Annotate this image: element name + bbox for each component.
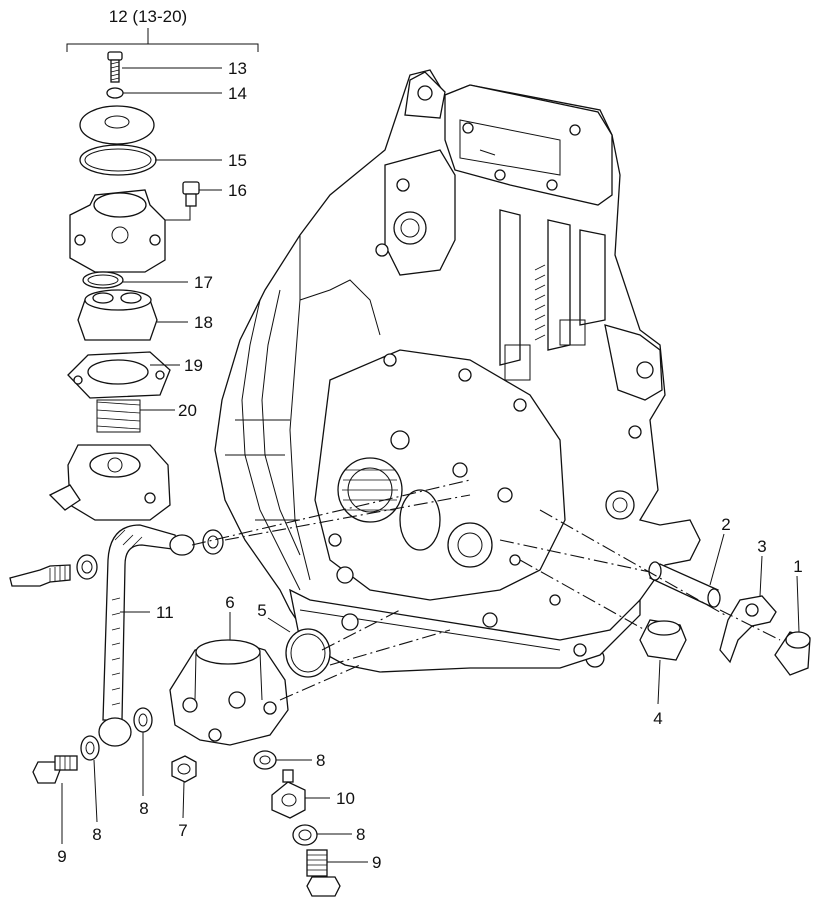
- label-6: 6: [225, 593, 234, 612]
- label-15: 15: [228, 151, 247, 170]
- label-10: 10: [336, 789, 355, 808]
- part-6-pump-body: [169, 639, 289, 746]
- part-15-o-ring: [79, 144, 157, 176]
- part-17-o-ring: [82, 271, 124, 289]
- label-14: 14: [228, 84, 247, 103]
- part-19-pump-plate: [67, 351, 171, 399]
- part-7-nut: [171, 755, 197, 783]
- pump-lower-housing: [48, 444, 171, 521]
- label-2: 2: [721, 515, 730, 534]
- part-1-cap: [774, 631, 811, 676]
- label-3: 3: [757, 537, 766, 556]
- label-19: 19: [184, 356, 203, 375]
- part-13-screw: [107, 51, 123, 83]
- part-18-diaphragm: [77, 289, 158, 341]
- part-washer-upper-right: [202, 529, 224, 555]
- part-8-washer-b: [80, 735, 100, 761]
- assembly-lines: [191, 479, 781, 701]
- label-8-right-upper: 8: [316, 751, 325, 770]
- engine-block: [214, 69, 701, 673]
- label-9-left: 9: [57, 847, 66, 866]
- part-16-plug: [182, 181, 200, 207]
- part-2-tappet: [648, 561, 721, 608]
- label-8-right-lower: 8: [356, 825, 365, 844]
- label-1: 1: [793, 557, 802, 576]
- part-20-spring: [96, 399, 141, 433]
- label-20: 20: [178, 401, 197, 420]
- left-connector: [9, 554, 98, 587]
- label-5: 5: [257, 601, 266, 620]
- label-11: 11: [156, 603, 174, 622]
- leader-lines: [61, 28, 800, 863]
- label-9-lower: 9: [372, 853, 381, 872]
- part-9-bolt-lower: [306, 849, 341, 897]
- part-14-washer: [106, 87, 124, 99]
- part-8-washer-c: [253, 750, 277, 770]
- label-8-left: 8: [92, 825, 101, 844]
- part-5-gasket: [285, 628, 331, 678]
- part-9-bolt-left: [32, 755, 78, 784]
- part-8-washer-a: [133, 707, 153, 733]
- part-4-bush: [639, 619, 687, 661]
- part-3-rocker-arm: [719, 595, 777, 664]
- part-labels: 12 (13-20) 13 14 15 16 17 18 19 20 11 6 …: [57, 7, 802, 872]
- part-11-fuel-pipe: [98, 524, 195, 747]
- label-4: 4: [653, 709, 662, 728]
- label-17: 17: [194, 273, 213, 292]
- label-18: 18: [194, 313, 213, 332]
- part-15-cover-plate: [79, 105, 155, 145]
- label-8-middle: 8: [139, 799, 148, 818]
- label-group-12: 12 (13-20): [109, 7, 187, 26]
- label-16: 16: [228, 181, 247, 200]
- part-10-banjo: [271, 769, 306, 819]
- label-7: 7: [178, 821, 187, 840]
- label-13: 13: [228, 59, 247, 78]
- pump-upper-housing: [69, 189, 166, 273]
- part-8-washer-d: [292, 824, 318, 846]
